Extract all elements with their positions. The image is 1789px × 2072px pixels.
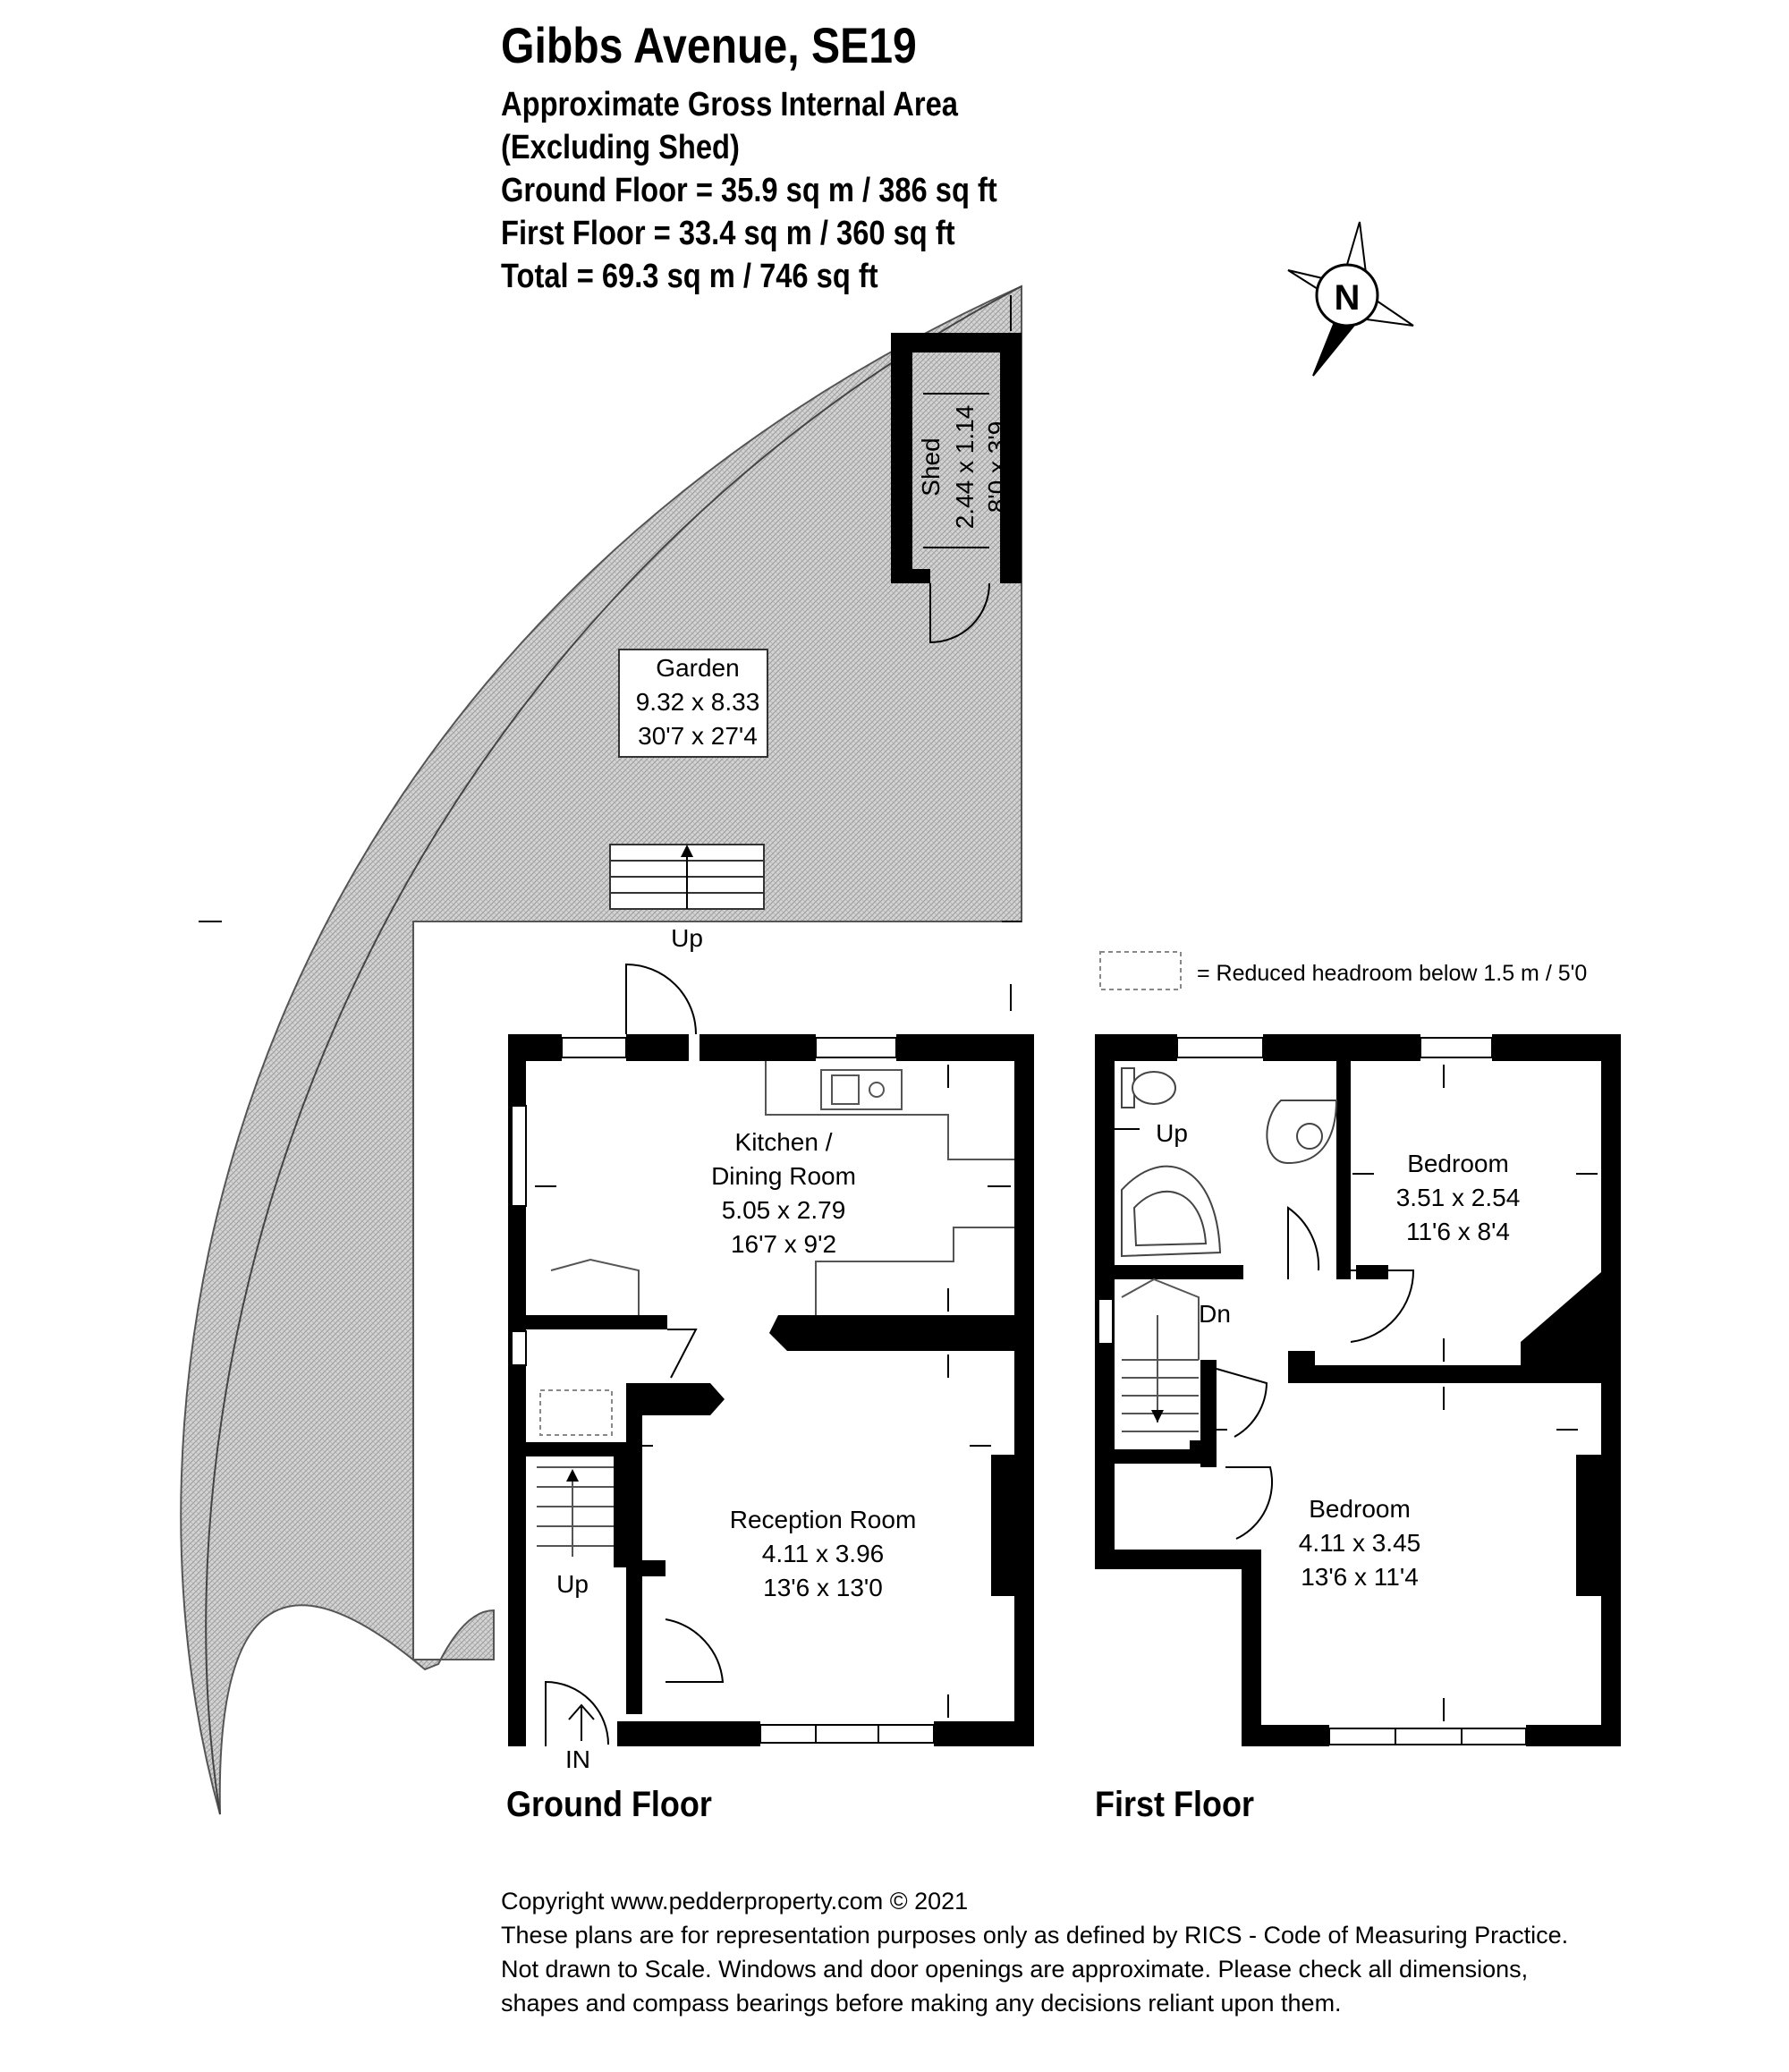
first-floor-area: First Floor = 33.4 sq m / 360 sq ft [501,215,955,252]
kitchen-name-line2: Dining Room [711,1162,856,1190]
stairs-down-label: Dn [1199,1300,1231,1328]
kitchen-name-line1: Kitchen / [735,1128,833,1156]
area-heading: Approximate Gross Internal Area [501,86,958,123]
garden-area [180,284,1022,1815]
bedroom2-name: Bedroom [1309,1495,1411,1523]
bedroom1-metric: 3.51 x 2.54 [1396,1184,1521,1211]
bedroom2-imperial: 13'6 x 11'4 [1301,1563,1419,1591]
garden-steps [609,844,765,910]
area-note: (Excluding Shed) [501,129,740,166]
shed-name: Shed [917,437,945,496]
footer-copyright: Copyright www.pedderproperty.com © 2021 [501,1888,969,1915]
footer-disclaimer-line2: Not drawn to Scale. Windows and door ope… [501,1956,1529,1983]
ground-floor-label: Ground Floor [506,1785,712,1824]
garden-name: Garden [656,654,739,682]
ground-floor-plan [508,963,1034,1746]
first-floor-label: First Floor [1095,1785,1254,1824]
legend-text: = Reduced headroom below 1.5 m / 5'0 [1197,961,1587,986]
bedroom1-name: Bedroom [1407,1150,1509,1177]
footer-disclaimer-line1: These plans are for representation purpo… [501,1922,1569,1949]
legend-swatch [1099,951,1182,990]
garden-metric: 9.32 x 8.33 [636,688,760,716]
bedroom2-metric: 4.11 x 3.45 [1299,1529,1420,1557]
kitchen-imperial: 16'7 x 9'2 [731,1230,836,1258]
reception-imperial: 13'6 x 13'0 [763,1574,883,1601]
shed [891,333,1022,644]
reception-name: Reception Room [730,1506,917,1533]
plan-title: Gibbs Avenue, SE19 [501,17,917,73]
shed-imperial: 8'0 x 3'9 [983,421,1011,514]
compass-icon [1287,221,1414,377]
reception-metric: 4.11 x 3.96 [762,1540,884,1567]
garden-up-label: Up [671,924,703,952]
garden-label-box [618,649,768,758]
shed-metric: 2.44 x 1.14 [951,405,979,530]
kitchen-metric: 5.05 x 2.79 [722,1196,846,1224]
bedroom1-imperial: 11'6 x 8'4 [1406,1218,1510,1245]
footer-disclaimer-line3: shapes and compass bearings before makin… [501,1990,1342,2017]
bathroom-up-label: Up [1156,1119,1188,1147]
first-floor-plan [1095,1034,1621,1746]
ground-stairs-up-label: Up [556,1570,589,1598]
compass-label: N [1335,278,1361,318]
entrance-label: IN [565,1745,590,1773]
ground-floor-area: Ground Floor = 35.9 sq m / 386 sq ft [501,172,997,209]
total-area: Total = 69.3 sq m / 746 sq ft [501,258,878,295]
garden-imperial: 30'7 x 27'4 [638,722,758,750]
